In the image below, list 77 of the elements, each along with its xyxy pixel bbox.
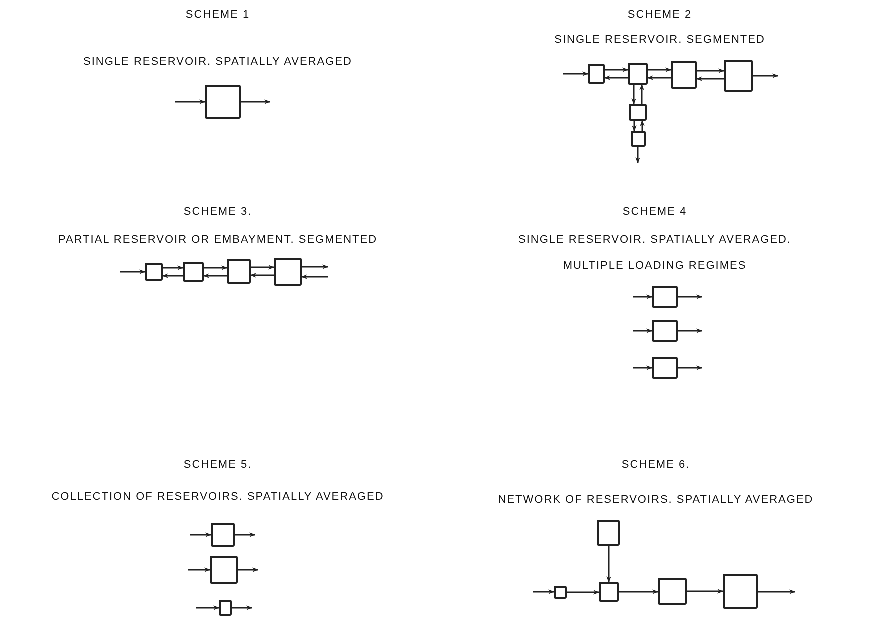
arrow <box>196 606 220 610</box>
arrow <box>640 120 645 131</box>
arrow <box>188 568 211 572</box>
reservoir-box <box>652 357 678 379</box>
arrow <box>241 100 271 104</box>
arrow <box>678 366 703 370</box>
arrow <box>633 366 653 370</box>
reservoir-box <box>205 85 241 119</box>
reservoir-box <box>219 600 232 616</box>
arrow <box>238 568 259 572</box>
arrow <box>204 266 228 270</box>
arrow <box>163 266 184 270</box>
arrow <box>647 76 671 80</box>
reservoir-box <box>671 61 697 89</box>
reservoir-box <box>597 520 620 546</box>
reservoir-box <box>274 258 302 286</box>
arrow <box>567 590 600 595</box>
arrow <box>162 274 183 278</box>
scheme-label: SINGLE RESERVOIR. SPATIALLY AVERAGED <box>84 56 352 68</box>
reservoir-box <box>658 578 687 605</box>
reservoir-box <box>588 64 605 84</box>
reservoir-box <box>628 63 648 85</box>
arrow <box>203 274 227 278</box>
reservoir-box <box>652 286 678 308</box>
reservoir-box <box>210 556 238 584</box>
reservoir-box <box>629 104 647 121</box>
arrow <box>632 121 637 132</box>
scheme-label: SCHEME 6. <box>622 459 690 471</box>
arrow <box>250 273 274 278</box>
arrow <box>696 76 724 82</box>
reservoir-box <box>724 60 753 92</box>
arrow <box>678 294 703 300</box>
arrow <box>687 589 724 594</box>
scheme-label: SCHEME 4 <box>622 206 688 218</box>
scheme-label: MULTIPLE LOADING REGIMES <box>563 260 747 272</box>
arrow <box>648 68 672 72</box>
arrow <box>302 264 329 270</box>
arrow <box>190 532 212 538</box>
scheme-label: SCHEME 5. <box>184 459 252 471</box>
reservoir-box <box>183 262 204 282</box>
arrow <box>251 265 275 270</box>
reservoir-box <box>554 586 567 599</box>
arrow <box>232 606 253 610</box>
reservoir-box <box>631 131 646 147</box>
arrow <box>235 532 256 538</box>
scheme-label: PARTIAL RESERVOIR OR EMBAYMENT. SEGMENTED <box>58 234 378 246</box>
reservoir-box <box>723 574 758 609</box>
arrow <box>632 85 636 105</box>
arrow <box>606 546 612 583</box>
scheme-label: SCHEME 3. <box>184 206 252 218</box>
arrow <box>120 270 146 274</box>
scheme-label: COLLECTION OF RESERVOIRS. SPATIALLY AVERAGED <box>52 491 384 503</box>
scheme-label: SINGLE RESERVOIR. SPATIALLY AVERAGED. <box>518 234 792 246</box>
arrow <box>605 68 629 72</box>
scheme-label: SCHEME 2 <box>628 9 692 21</box>
arrow <box>697 68 725 74</box>
arrow <box>604 76 628 80</box>
arrow <box>175 100 206 104</box>
arrow <box>301 274 328 280</box>
arrow <box>633 294 653 300</box>
reservoir-box <box>227 259 251 284</box>
arrow <box>563 72 589 76</box>
arrow <box>619 590 659 594</box>
reservoir-box <box>145 263 163 281</box>
scheme-label: NETWORK OF RESERVOIRS. SPATIALLY AVERAGED <box>498 494 814 506</box>
arrow <box>533 590 555 594</box>
arrow <box>753 74 779 78</box>
reservoir-box <box>599 582 619 602</box>
scheme-label: SCHEME 1 <box>186 9 250 21</box>
reservoir-box <box>211 523 235 547</box>
reservoir-box <box>652 320 678 342</box>
arrow <box>636 147 640 164</box>
arrow <box>640 84 644 104</box>
arrow <box>678 328 703 334</box>
arrow <box>633 328 653 334</box>
arrow <box>758 590 796 594</box>
scheme-label: SINGLE RESERVOIR. SEGMENTED <box>554 34 766 46</box>
